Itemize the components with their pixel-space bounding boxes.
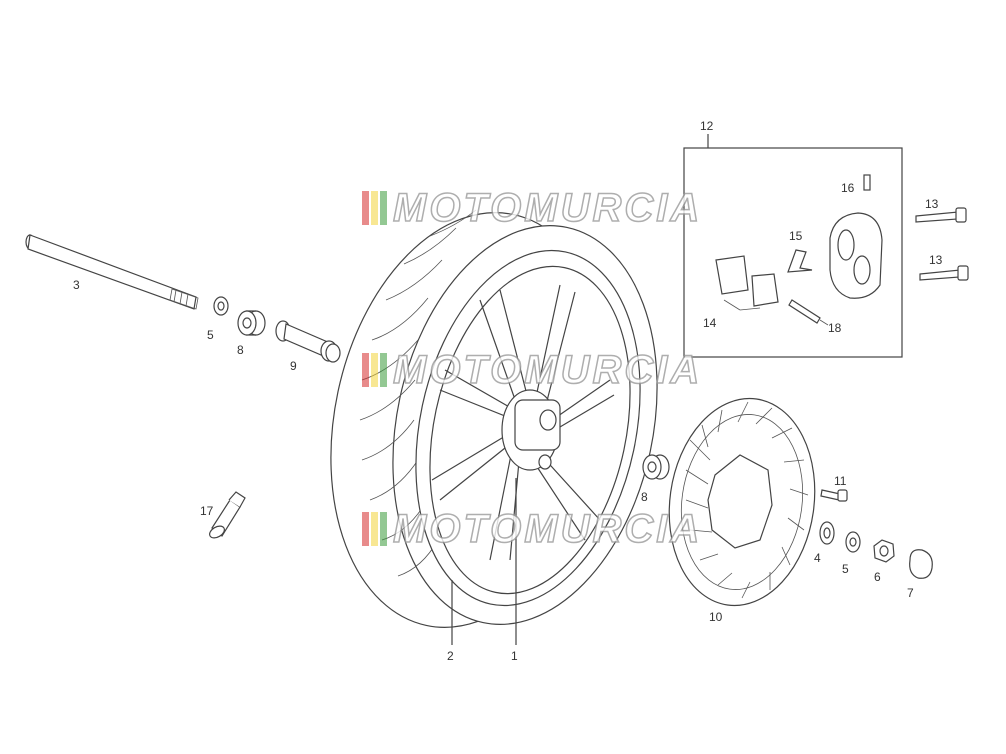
part-spacer-washer bbox=[819, 521, 835, 545]
watermark-bar-green bbox=[380, 512, 387, 546]
watermark-bar-green bbox=[380, 353, 387, 387]
part-washer-right bbox=[845, 531, 861, 553]
watermark-top: MOTOMURCIA bbox=[362, 185, 703, 231]
callout-8-left: 8 bbox=[237, 343, 244, 357]
watermark-logo-text: MOTOMURCIA bbox=[392, 185, 703, 231]
watermark-bar-yellow bbox=[371, 512, 378, 546]
caliper-kit bbox=[683, 134, 903, 358]
part-washer-left bbox=[213, 296, 229, 316]
callout-12: 12 bbox=[700, 119, 714, 133]
part-brake-disc bbox=[668, 397, 816, 607]
callout-7: 7 bbox=[907, 586, 914, 600]
callout-16: 16 bbox=[841, 181, 855, 195]
watermark-bars bbox=[362, 512, 389, 546]
part-bearing-left bbox=[237, 310, 266, 336]
callout-1: 1 bbox=[511, 649, 518, 663]
part-wheel-assembly bbox=[330, 209, 658, 645]
callout-13-upper: 13 bbox=[925, 197, 939, 211]
callout-13-lower: 13 bbox=[929, 253, 943, 267]
callout-11: 11 bbox=[834, 474, 847, 488]
callout-3: 3 bbox=[73, 278, 80, 292]
callout-17: 17 bbox=[200, 504, 214, 518]
callout-15: 15 bbox=[789, 229, 803, 243]
watermark-bars bbox=[362, 191, 389, 225]
callout-6: 6 bbox=[874, 570, 881, 584]
callout-8-right: 8 bbox=[641, 490, 648, 504]
part-spacer bbox=[275, 320, 341, 363]
part-disc-screw bbox=[820, 489, 848, 502]
callout-18: 18 bbox=[828, 321, 842, 335]
part-axle-cap bbox=[909, 549, 933, 579]
watermark-bar-yellow bbox=[371, 353, 378, 387]
callout-4: 4 bbox=[814, 551, 821, 565]
watermark-bar-red bbox=[362, 512, 369, 546]
watermark-logo-text: MOTOMURCIA bbox=[392, 506, 703, 552]
watermark-bars bbox=[362, 353, 389, 387]
callout-2: 2 bbox=[447, 649, 454, 663]
watermark-bar-green bbox=[380, 191, 387, 225]
callout-5-right: 5 bbox=[842, 562, 849, 576]
watermark-middle: MOTOMURCIA bbox=[362, 347, 703, 393]
callout-10: 10 bbox=[709, 610, 723, 624]
part-nut bbox=[873, 539, 895, 563]
part-bearing-right bbox=[642, 454, 670, 480]
part-caliper-bolts bbox=[915, 207, 969, 281]
part-axle bbox=[25, 234, 199, 310]
watermark-logo-text: MOTOMURCIA bbox=[392, 347, 703, 393]
callout-9: 9 bbox=[290, 359, 297, 373]
watermark-bottom: MOTOMURCIA bbox=[362, 506, 703, 552]
callout-14: 14 bbox=[703, 316, 717, 330]
callout-5-left: 5 bbox=[207, 328, 214, 342]
watermark-bar-red bbox=[362, 353, 369, 387]
watermark-bar-yellow bbox=[371, 191, 378, 225]
watermark-bar-red bbox=[362, 191, 369, 225]
part-valve bbox=[209, 491, 246, 539]
